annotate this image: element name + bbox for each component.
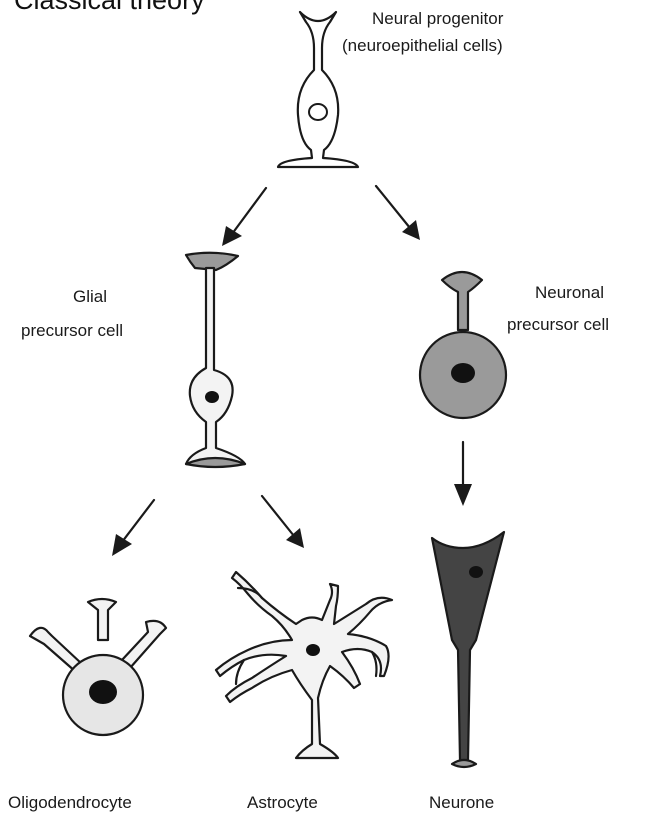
label-oligodendrocyte: Oligodendrocyte — [8, 793, 132, 812]
oligodendrocyte-nucleus — [89, 680, 117, 704]
label-neurone: Neurone — [429, 793, 494, 812]
oligodendrocyte-cell — [30, 599, 166, 735]
arrow-glial-to-oligodendrocyte — [112, 500, 154, 556]
label-neuronal-precursor: Neuronal — [535, 283, 604, 302]
neurone-nucleus — [469, 566, 483, 578]
arrow-progenitor-to-neuronal — [376, 186, 420, 240]
neuronal-precursor-cell — [420, 272, 506, 418]
label-glial-precursor-sub: precursor cell — [21, 321, 123, 340]
label-neuronal-precursor-sub: precursor cell — [507, 315, 609, 334]
neuronal-precursor-nucleus — [451, 363, 475, 383]
progenitor-nucleus — [309, 104, 327, 120]
label-neural-progenitor-sub: (neuroepithelial cells) — [342, 36, 503, 55]
glial-precursor-cell — [186, 253, 245, 467]
astrocyte-nucleus — [306, 644, 320, 656]
label-glial-precursor: Glial — [73, 287, 107, 306]
arrow-progenitor-to-glial — [222, 188, 266, 246]
label-astrocyte: Astrocyte — [247, 793, 318, 812]
glial-precursor-nucleus — [205, 391, 219, 403]
neurone-cell — [432, 532, 504, 767]
label-neural-progenitor: Neural progenitor — [372, 9, 504, 28]
arrow-neuronal-to-neurone — [454, 442, 472, 506]
arrow-glial-to-astrocyte — [262, 496, 304, 548]
diagram-title: Classical theory — [14, 0, 205, 15]
astrocyte-cell — [216, 572, 392, 758]
